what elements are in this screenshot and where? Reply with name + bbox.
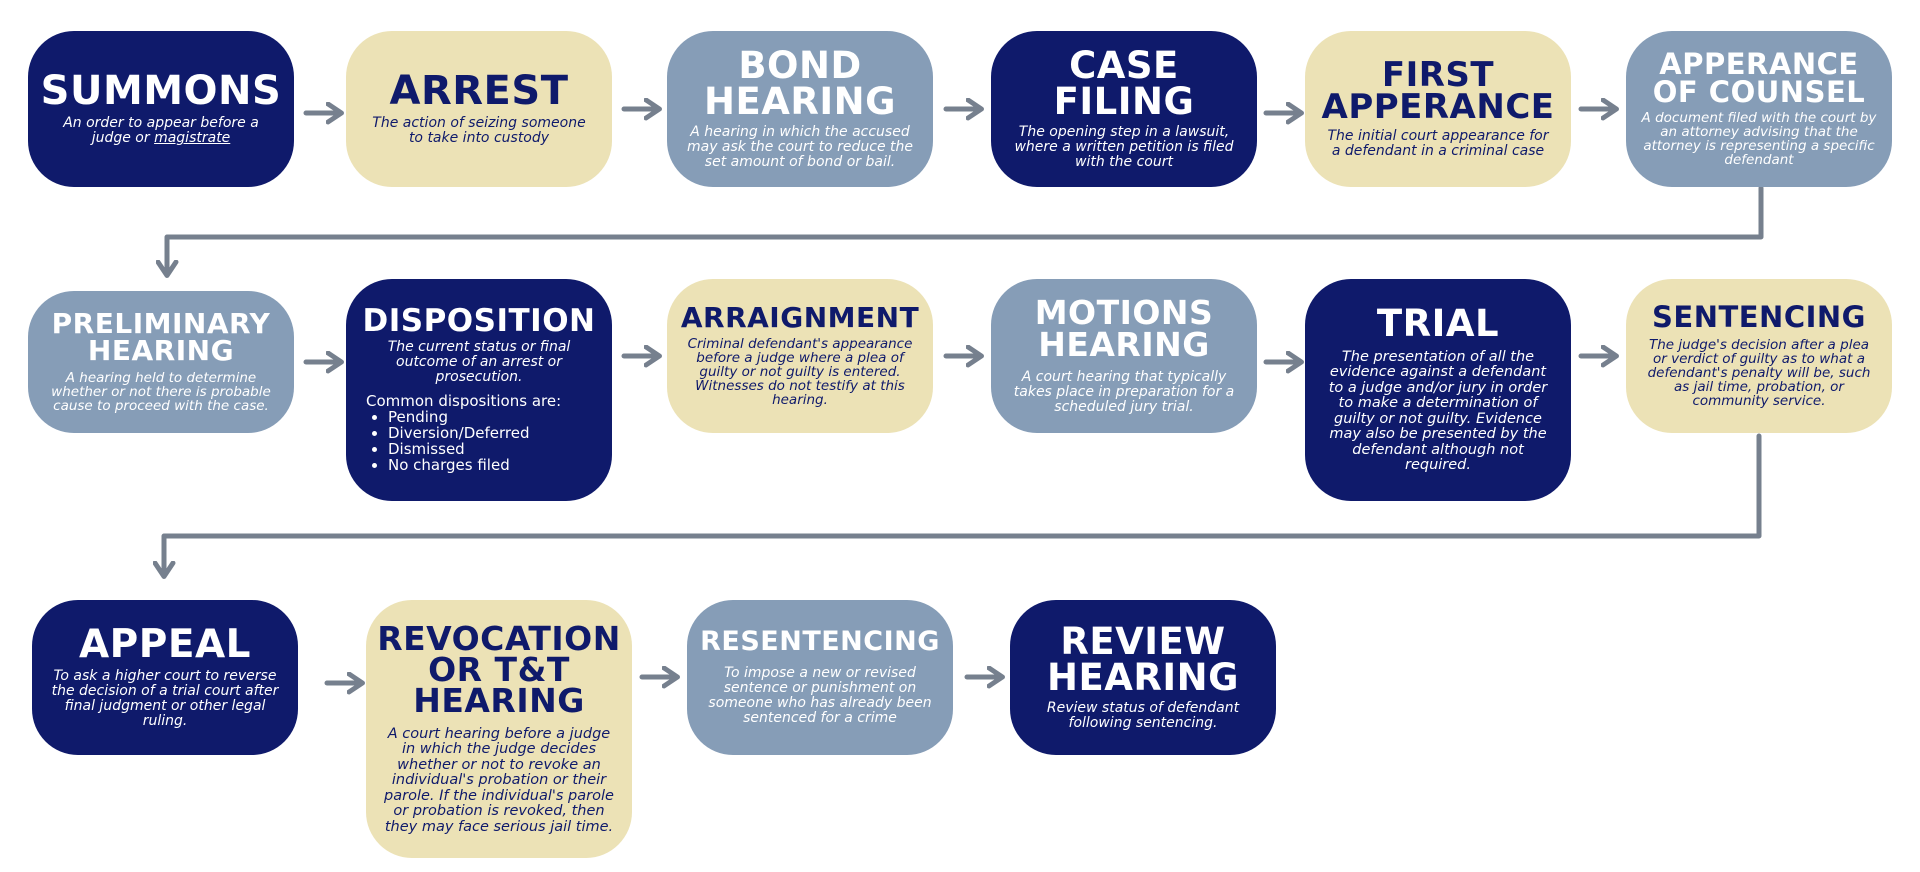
card-description: A hearing in which the accused may ask t… [686,123,913,170]
card-description: A court hearing that typically takes pla… [1013,368,1235,415]
list-item: Dismissed [388,441,561,457]
card-description: Criminal defendant's appearance before a… [687,336,913,409]
card-description: The current status or final outcome of a… [387,339,571,386]
card-title: SENTENCING [1652,300,1866,335]
card-title: REVOCATION OR T&T HEARING [377,618,621,721]
card-description: An order to appear before a judge or mag… [63,115,259,146]
card-description: To ask a higher court to reverse the dec… [51,668,279,730]
card-title: BOND HEARING [704,44,896,123]
dispositions-list-block: Common dispositions are: Pending Diversi… [362,393,561,473]
card-description: The opening step in a lawsuit, where a w… [1014,123,1234,170]
card-revocation-hearing: REVOCATION OR T&T HEARING A court hearin… [366,600,632,858]
list-heading: Common dispositions are: [366,392,562,411]
card-description: A court hearing before a judge in which … [384,725,614,835]
card-description: Review status of defendant following sen… [1046,699,1240,731]
card-description: The initial court appearance for a defen… [1327,128,1549,160]
wrap-connector-row1-row2 [167,185,1764,271]
card-case-filing: CASE FILING The opening step in a lawsui… [991,31,1257,187]
card-title: TRIAL [1376,302,1500,346]
card-trial: TRIAL The presentation of all the eviden… [1305,279,1571,501]
card-title: PRELIMINARY HEARING [51,307,271,367]
card-description: The judge's decision after a plea or ver… [1647,336,1871,409]
card-resentencing: RESENTENCING To impose a new or revised … [687,600,953,755]
card-description: The action of seizing someone to take in… [372,115,586,146]
wrap-connector-row2-row3 [164,433,1762,572]
card-title: APPEAL [78,621,252,667]
card-title: ARRAIGNMENT [680,300,920,334]
list-item: No charges filed [388,457,561,473]
card-description: The presentation of all the evidence aga… [1328,348,1548,474]
card-arraignment: ARRAIGNMENT Criminal defendant's appeara… [667,279,933,433]
card-title: REVIEW HEARING [1047,620,1239,699]
dispositions-list: Pending Diversion/Deferred Dismissed No … [366,409,561,473]
card-title: SUMMONS [40,68,282,114]
card-appeal: APPEAL To ask a higher court to reverse … [32,600,298,755]
card-arrest: ARREST The action of seizing someone to … [346,31,612,187]
card-title: ARREST [389,68,569,114]
card-review-hearing: REVIEW HEARING Review status of defendan… [1010,600,1276,755]
card-title: FIRST APPERANCE [1321,54,1555,127]
card-title: MOTIONS HEARING [1034,293,1214,364]
card-title: DISPOSITION [362,302,596,339]
magistrate-link[interactable]: magistrate [154,130,231,146]
card-disposition: DISPOSITION The current status or final … [346,279,612,501]
card-bond-hearing: BOND HEARING A hearing in which the accu… [667,31,933,187]
card-description: A document filed with the court by an at… [1641,109,1877,168]
card-first-apperance: FIRST APPERANCE The initial court appear… [1305,31,1571,187]
card-title: CASE FILING [1053,44,1195,123]
list-item: Pending [388,409,561,425]
card-description: A hearing held to determine whether or n… [51,369,271,414]
list-item: Diversion/Deferred [388,425,561,441]
card-summons: SUMMONS An order to appear before a judg… [28,31,294,187]
card-title: APPERANCE OF COUNSEL [1652,47,1866,109]
card-title: RESENTENCING [700,625,940,657]
card-apperance-of-counsel: APPERANCE OF COUNSEL A document filed wi… [1626,31,1892,187]
card-sentencing: SENTENCING The judge's decision after a … [1626,279,1892,433]
card-description: To impose a new or revised sentence or p… [708,665,932,727]
card-motions-hearing: MOTIONS HEARING A court hearing that typ… [991,279,1257,433]
card-preliminary-hearing: PRELIMINARY HEARING A hearing held to de… [28,291,294,433]
